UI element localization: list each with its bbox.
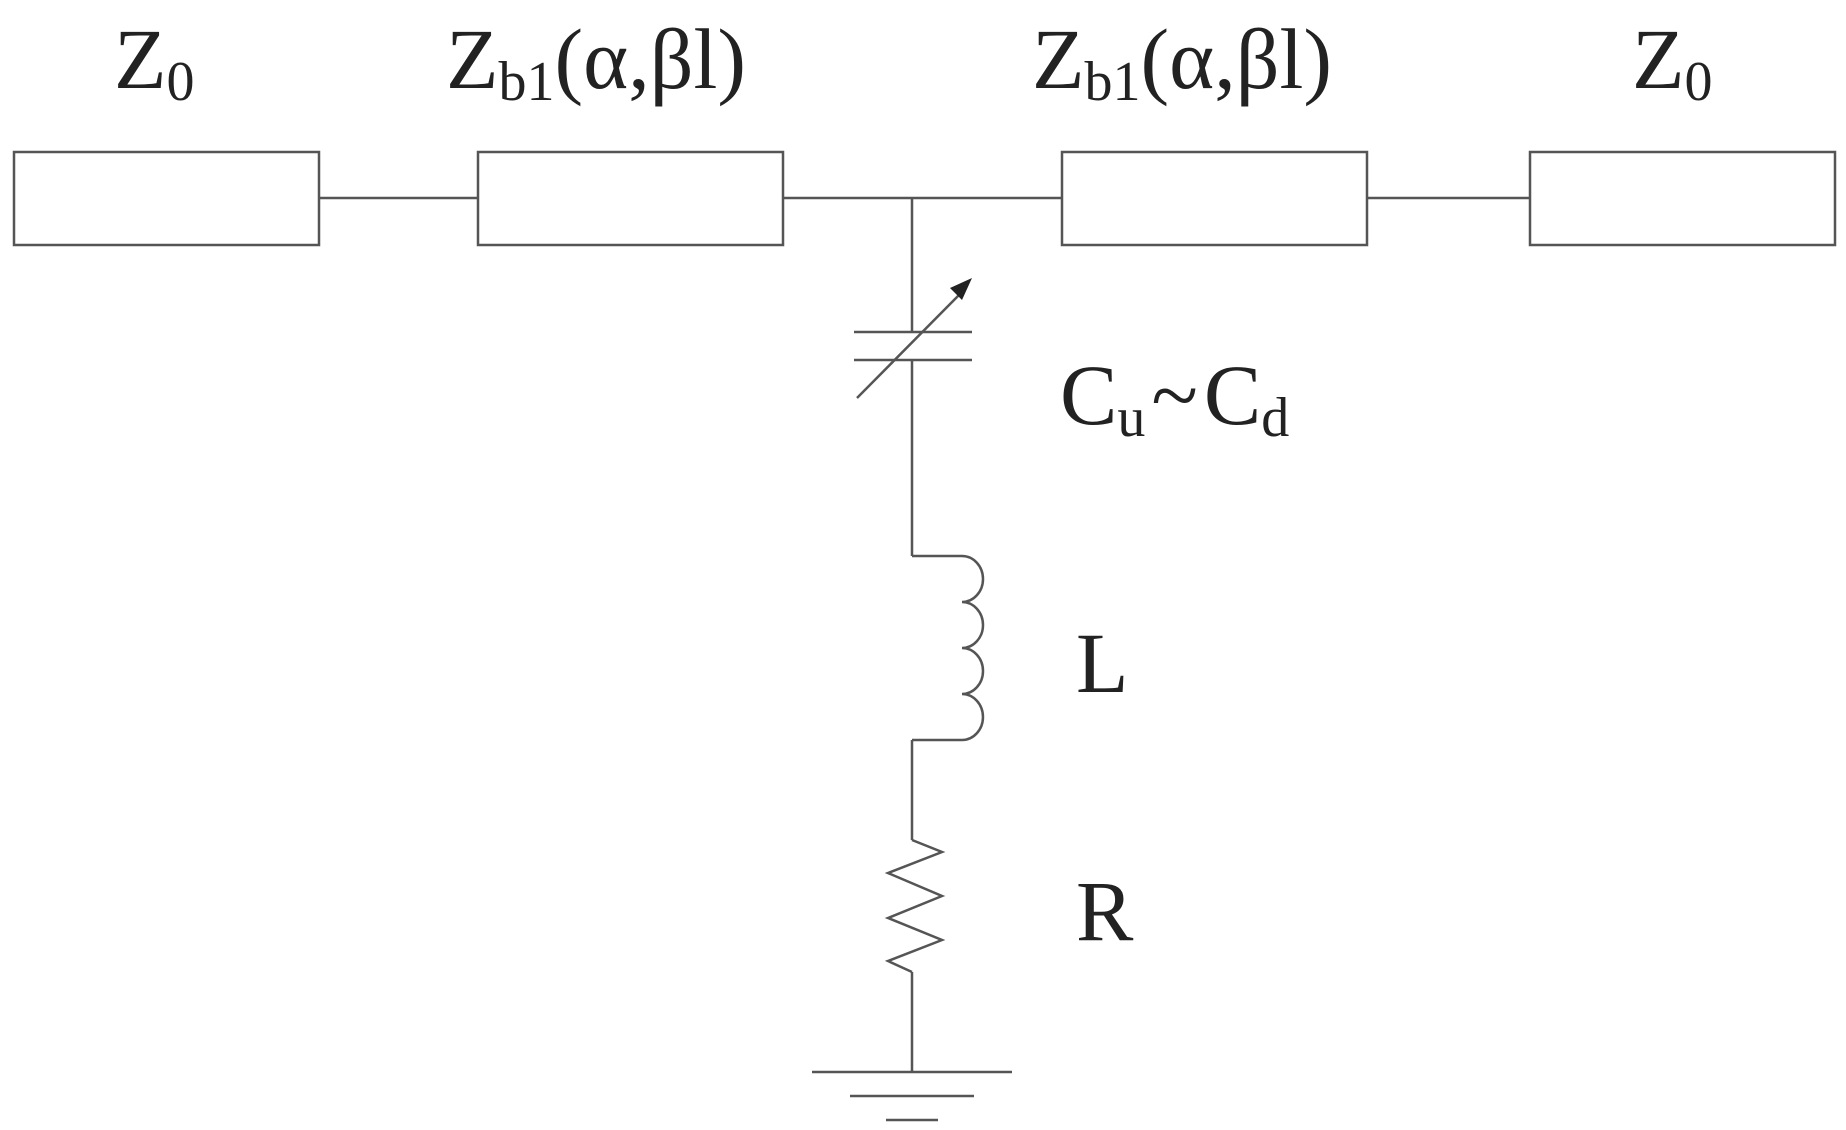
resistor [884, 838, 946, 974]
line-z0-left [12, 150, 321, 247]
label-z0-left: Z0 [114, 11, 195, 113]
label-zb1-left: Zb1(α,βl) [446, 11, 746, 113]
inductor [912, 554, 985, 742]
line-z0-right [1528, 150, 1837, 247]
label-zb1-right: Zb1(α,βl) [1032, 11, 1332, 113]
label-inductor: L [1076, 615, 1129, 711]
label-resistor: R [1076, 863, 1134, 959]
ground-icon [812, 1070, 1012, 1122]
line-zb1-left [476, 150, 785, 247]
label-z0-right: Z0 [1632, 11, 1713, 113]
line-zb1-right [1060, 150, 1369, 247]
label-capacitor: Cu~Cd [1060, 347, 1289, 449]
